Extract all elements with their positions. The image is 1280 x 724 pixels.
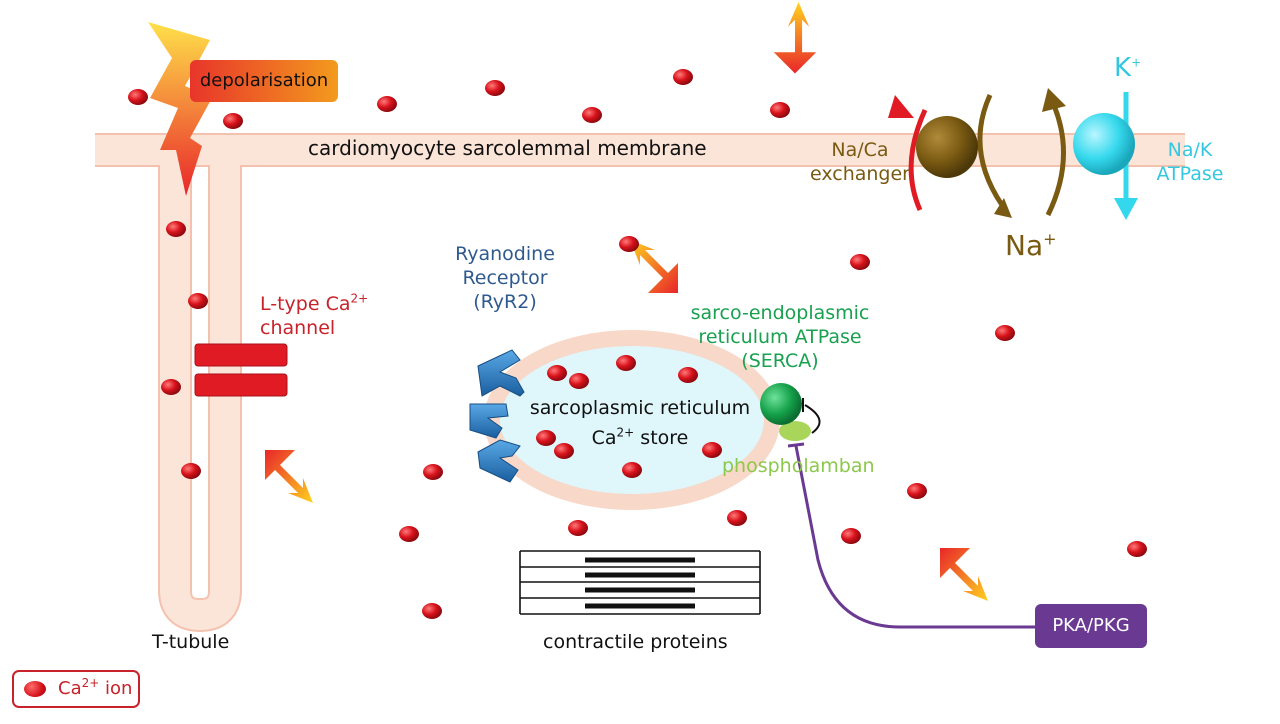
ltype-label-line2: channel bbox=[260, 317, 336, 339]
calcium-ion-icon bbox=[702, 442, 722, 458]
calcium-ion-icon bbox=[841, 528, 861, 544]
contractile-label: contractile proteins bbox=[543, 631, 728, 653]
serca-pump-icon bbox=[760, 383, 802, 425]
calcium-ion-icon bbox=[24, 681, 46, 697]
calcium-ion-icon bbox=[223, 113, 243, 129]
calcium-ion-icon bbox=[399, 526, 419, 542]
nak-label: Na/K ATPase bbox=[1150, 138, 1230, 186]
k-ion-label: K+ bbox=[1114, 53, 1142, 83]
na-ion-charge: + bbox=[1043, 229, 1057, 249]
ltype-label-sup: 2+ bbox=[350, 291, 369, 306]
pka-pkg-label: PKA/PKG bbox=[1035, 604, 1147, 648]
calcium-ion-icon bbox=[727, 510, 747, 526]
sr-label-ca: Ca bbox=[591, 427, 617, 449]
sr-label-sup: 2+ bbox=[616, 425, 635, 440]
k-ion-text: K bbox=[1114, 53, 1132, 83]
ncx-label-line2: exchanger bbox=[809, 163, 910, 185]
nak-label-line1: Na/K bbox=[1167, 139, 1213, 161]
sr-label-line1: sarcoplasmic reticulum bbox=[529, 397, 751, 419]
pka-inhibition-line bbox=[794, 445, 1035, 629]
k-ion-charge: + bbox=[1131, 55, 1142, 70]
calcium-ion-icon bbox=[423, 464, 443, 480]
serca-label-line1: sarco-endoplasmic bbox=[690, 302, 870, 324]
legend: Ca2+ ion bbox=[12, 670, 140, 708]
calcium-ion-icon bbox=[678, 367, 698, 383]
depolarisation-label: depolarisation bbox=[190, 60, 338, 102]
phospholamban-label: phospholamban bbox=[722, 455, 875, 477]
calcium-ion-icon bbox=[770, 102, 790, 118]
ltype-channel-bottom bbox=[194, 373, 288, 397]
legend-ca: Ca bbox=[58, 678, 82, 699]
calcium-ions bbox=[128, 69, 1147, 619]
calcium-ion-icon bbox=[569, 373, 589, 389]
ryr-label-line1: Ryanodine bbox=[455, 243, 555, 265]
calcium-ion-icon bbox=[161, 379, 181, 395]
na-k-atpase-icon bbox=[1042, 88, 1138, 220]
ttubule-label: T-tubule bbox=[152, 631, 230, 653]
calcium-ion-icon bbox=[377, 96, 397, 112]
calcium-ion-icon bbox=[995, 325, 1015, 341]
calcium-ion-icon bbox=[619, 236, 639, 252]
na-ion-label: Na+ bbox=[1005, 230, 1057, 262]
na-ion-text: Na bbox=[1005, 229, 1044, 262]
ryr-label-line2: Receptor bbox=[462, 267, 548, 289]
calcium-ion-icon bbox=[128, 89, 148, 105]
calcium-ion-icon bbox=[616, 355, 636, 371]
legend-ion: ion bbox=[99, 678, 133, 699]
calcium-ion-icon bbox=[554, 443, 574, 459]
sr-label: sarcoplasmic reticulum Ca2+ store bbox=[520, 396, 760, 450]
membrane-label: cardiomyocyte sarcolemmal membrane bbox=[308, 136, 707, 160]
calcium-ion-icon bbox=[166, 221, 186, 237]
calcium-ion-icon bbox=[582, 107, 602, 123]
ryr-label-line3: (RyR2) bbox=[473, 291, 537, 313]
serca-inhibition-loop bbox=[804, 404, 821, 434]
ltype-label: L-type Ca2+ channel bbox=[260, 292, 368, 340]
calcium-ion-icon bbox=[188, 293, 208, 309]
ltype-label-line1: L-type Ca bbox=[260, 293, 351, 315]
ltype-channel-top bbox=[194, 343, 288, 367]
calcium-ion-icon bbox=[1127, 541, 1147, 557]
nak-label-line2: ATPase bbox=[1156, 163, 1224, 185]
serca-label-line2: reticulum ATPase bbox=[698, 326, 862, 348]
serca-label-line3: (SERCA) bbox=[741, 350, 819, 372]
contractile-proteins-icon bbox=[519, 550, 761, 615]
calcium-ion-icon bbox=[422, 603, 442, 619]
ncx-label-line1: Na/Ca bbox=[831, 139, 889, 161]
calcium-ion-icon bbox=[907, 483, 927, 499]
calcium-ion-icon bbox=[485, 80, 505, 96]
calcium-ion-icon bbox=[673, 69, 693, 85]
ncx-label: Na/Ca exchanger bbox=[805, 138, 915, 186]
legend-sup: 2+ bbox=[81, 676, 100, 690]
legend-text: Ca2+ ion bbox=[58, 676, 133, 699]
calcium-ion-icon bbox=[536, 430, 556, 446]
calcium-ion-icon bbox=[568, 520, 588, 536]
ryr-label: Ryanodine Receptor (RyR2) bbox=[440, 242, 570, 314]
sarcolemmal-membrane-inner bbox=[95, 135, 1185, 630]
serca-label: sarco-endoplasmic reticulum ATPase (SERC… bbox=[680, 301, 880, 373]
calcium-ion-icon bbox=[622, 462, 642, 478]
ryanodine-receptor-icon bbox=[469, 349, 525, 483]
calcium-ion-icon bbox=[547, 365, 567, 381]
phospholamban-icon bbox=[779, 421, 811, 441]
calcium-ion-icon bbox=[181, 463, 201, 479]
calcium-ion-icon bbox=[850, 254, 870, 270]
arrow-icon bbox=[265, 2, 988, 601]
na-ca-exchanger-icon bbox=[888, 93, 1012, 218]
sr-label-store: store bbox=[634, 427, 689, 449]
